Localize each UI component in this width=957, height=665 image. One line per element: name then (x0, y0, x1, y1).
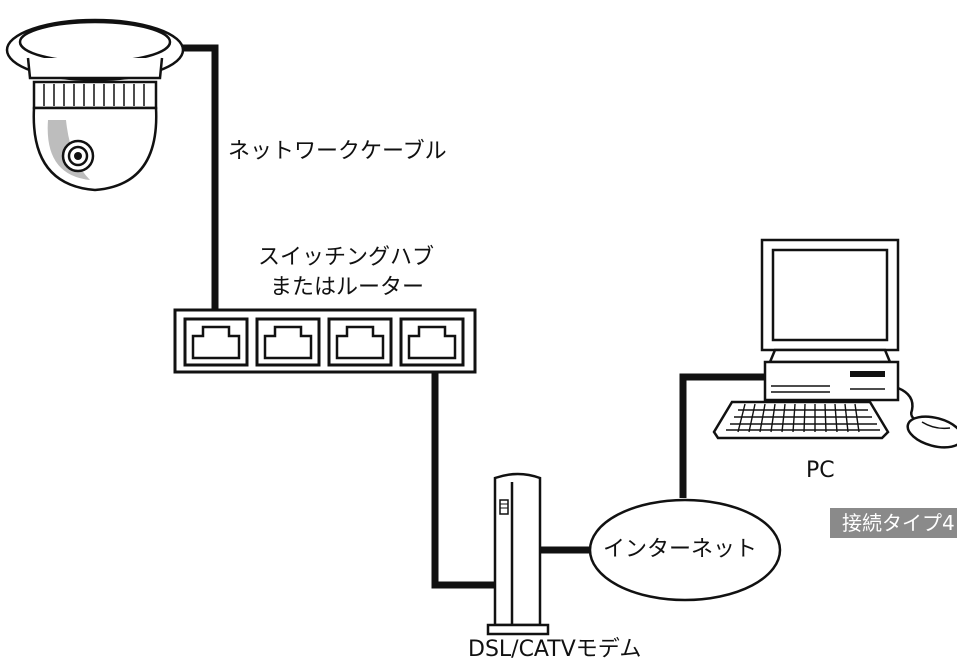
switching-hub-icon (173, 308, 477, 374)
network-cable-label: ネットワークケーブル (228, 139, 447, 164)
switch-label-line1: スイッチングハブ (258, 245, 435, 270)
cable-internet-to-pc (679, 373, 768, 498)
modem-label: DSL/CATVモデム (468, 637, 642, 662)
cable-hub-to-modem (431, 348, 495, 589)
connection-type-badge: 接続タイプ4 (830, 508, 957, 538)
switch-label-line2: またはルーター (270, 275, 425, 300)
pc-label: PC (806, 458, 835, 483)
internet-label: インターネット (603, 537, 758, 562)
internet-ellipse (588, 498, 782, 602)
cable-camera-to-hub (165, 44, 219, 348)
dome-camera-icon (5, 18, 185, 192)
mouse-icon (897, 386, 957, 449)
modem-icon (486, 472, 550, 636)
desktop-pc-icon (712, 238, 900, 440)
